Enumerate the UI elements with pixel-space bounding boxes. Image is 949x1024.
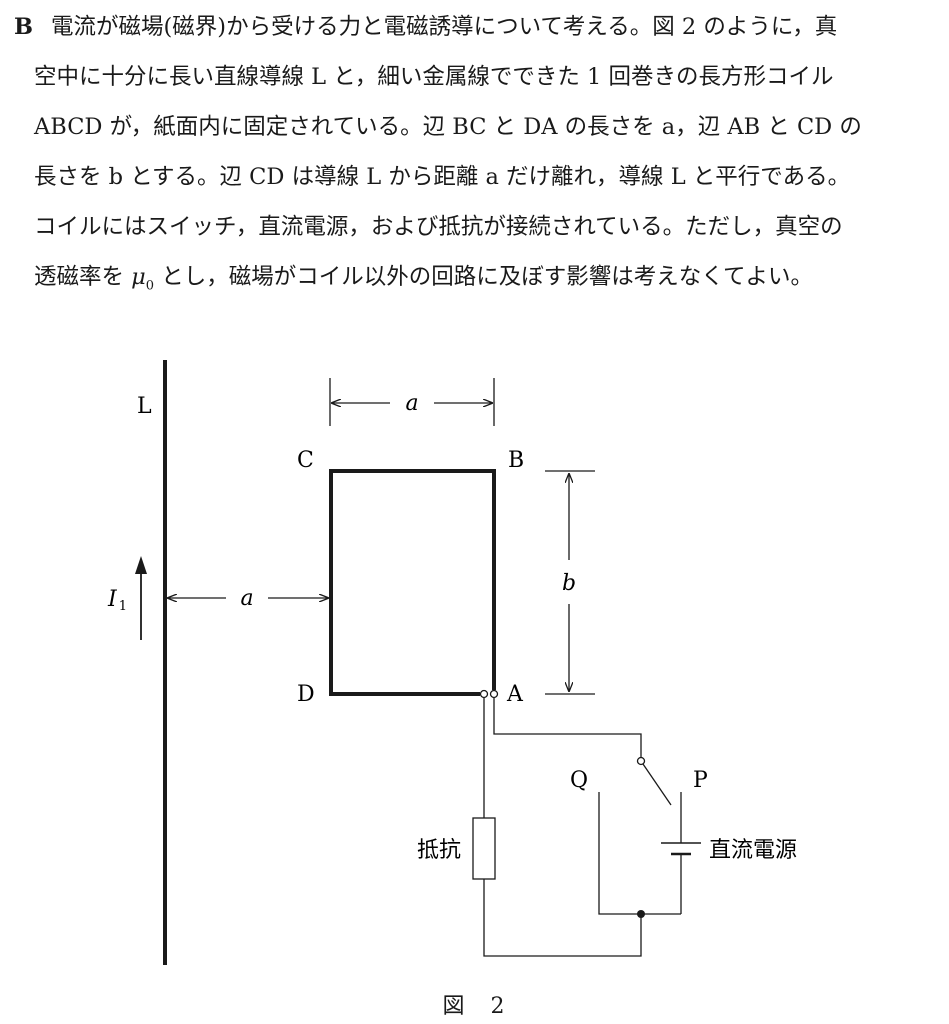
coil-abcd <box>329 469 496 696</box>
figure-caption: 図 2 <box>442 994 507 1019</box>
source-label: 直流電源 <box>709 838 797 863</box>
problem-line-6: 透磁率を μ0 とし，磁場がコイル以外の回路に及ぼす影響は考えなくてよい。 <box>14 252 944 312</box>
switch-lever <box>642 763 672 806</box>
corner-d-label: D <box>297 682 315 707</box>
problem-label: B <box>14 14 34 40</box>
wire-to-switch <box>493 698 642 757</box>
problem-line-2: 空中に十分に長い直線導線 L と，細い金属線でできた 1 回巻きの長方形コイル <box>34 64 834 90</box>
current-arrowhead <box>135 556 147 574</box>
problem-line-text: 電流が磁場(磁界)から受ける力と電磁誘導について考える。図 2 のように，真 <box>51 14 838 40</box>
corner-a-label: A <box>506 682 524 707</box>
problem-line-6-start: 透磁率を <box>34 264 132 290</box>
wire-resistor-bottom <box>483 879 642 957</box>
resistor-label: 抵抗 <box>417 838 461 863</box>
problem-line-4: 長さを b とする。辺 CD は導線 L から距離 a だけ離れ，導線 L と平… <box>34 164 851 190</box>
resistor <box>472 817 496 880</box>
current-symbol: I <box>107 587 118 612</box>
mu-subscript: 0 <box>145 278 155 294</box>
wire-label: L <box>137 394 152 419</box>
problem-line-3: ABCD が，紙面内に固定されている。辺 BC と DA の長さを a，辺 AB… <box>34 114 862 140</box>
terminal-left <box>479 689 489 699</box>
problem-line-6-end: とし，磁場がコイル以外の回路に及ぼす影響は考えなくてよい。 <box>154 264 814 290</box>
junction-dot <box>637 910 645 918</box>
switch-q-label: Q <box>570 768 588 793</box>
terminal-right <box>489 689 499 699</box>
problem-line-1: B 電流が磁場(磁界)から受ける力と電磁誘導について考える。図 2 のように，真 <box>14 2 944 52</box>
current-subscript: 1 <box>119 599 127 614</box>
dim-top-label: a <box>405 391 418 416</box>
corner-b-label: B <box>508 448 524 473</box>
corner-c-label: C <box>297 448 314 473</box>
switch-pivot <box>636 756 646 766</box>
dim-right-label: b <box>562 571 576 596</box>
wire-q-branch <box>598 792 681 915</box>
problem-line-5: コイルにはスイッチ，直流電源，および抵抗が接続されている。ただし，真空の <box>34 214 843 240</box>
switch-p-label: P <box>693 768 708 793</box>
mu-symbol: μ <box>131 264 146 290</box>
distance-label: a <box>240 586 253 611</box>
